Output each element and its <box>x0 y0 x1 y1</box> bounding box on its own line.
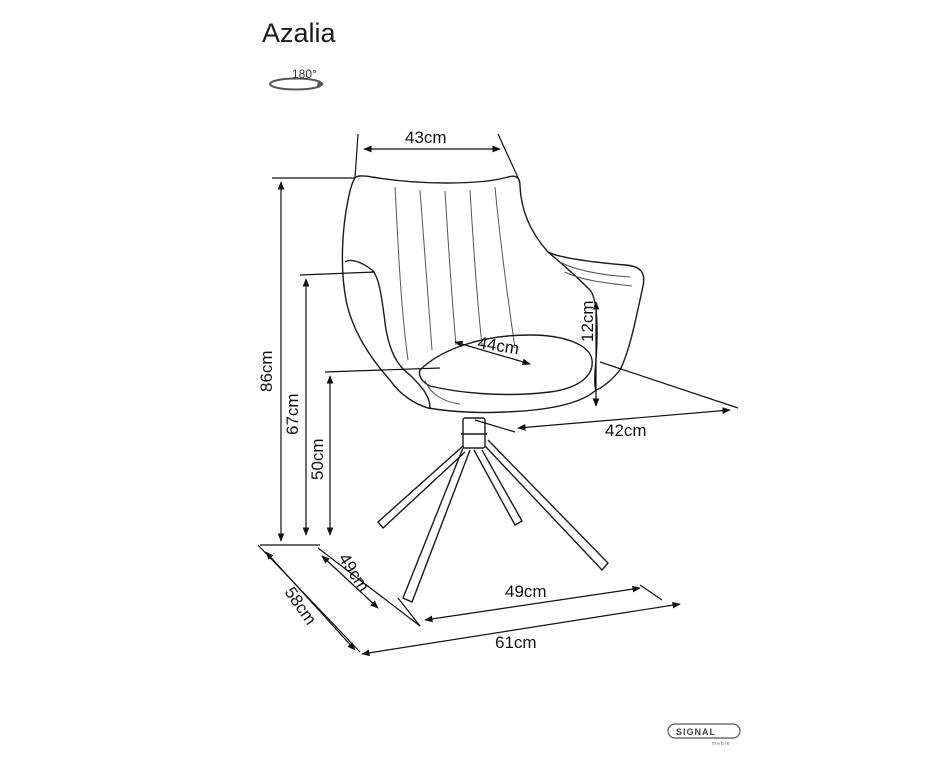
brand-sub: meble <box>712 741 731 747</box>
brand-logo: SIGNAL meble <box>667 723 741 747</box>
chair-legs <box>377 439 609 603</box>
chair-left-armrest <box>344 259 431 409</box>
chair-backrest <box>341 175 645 414</box>
dim-base-width-label: 49cm <box>505 582 547 601</box>
product-title: Azalia <box>262 18 336 48</box>
dim-seat-height-label: 50cm <box>308 438 327 480</box>
dim-seat-depth-label: 42cm <box>605 421 647 440</box>
dim-armrest-floor-height-label: 67cm <box>283 393 302 435</box>
chair-illustration <box>341 175 645 603</box>
chair-swivel-column <box>462 417 486 449</box>
rotation-label: 180° <box>292 67 317 81</box>
dimension-lines <box>257 133 739 657</box>
dim-total-width-label: 61cm <box>495 633 537 652</box>
dim-back-width-label: 43cm <box>405 128 447 147</box>
brand-name: SIGNAL <box>676 727 716 737</box>
rotation-icon: 180° <box>269 67 324 91</box>
chair-seat <box>418 334 593 396</box>
dim-armrest-height-label: 12cm <box>578 300 597 342</box>
dim-total-height-label: 86cm <box>257 350 276 392</box>
